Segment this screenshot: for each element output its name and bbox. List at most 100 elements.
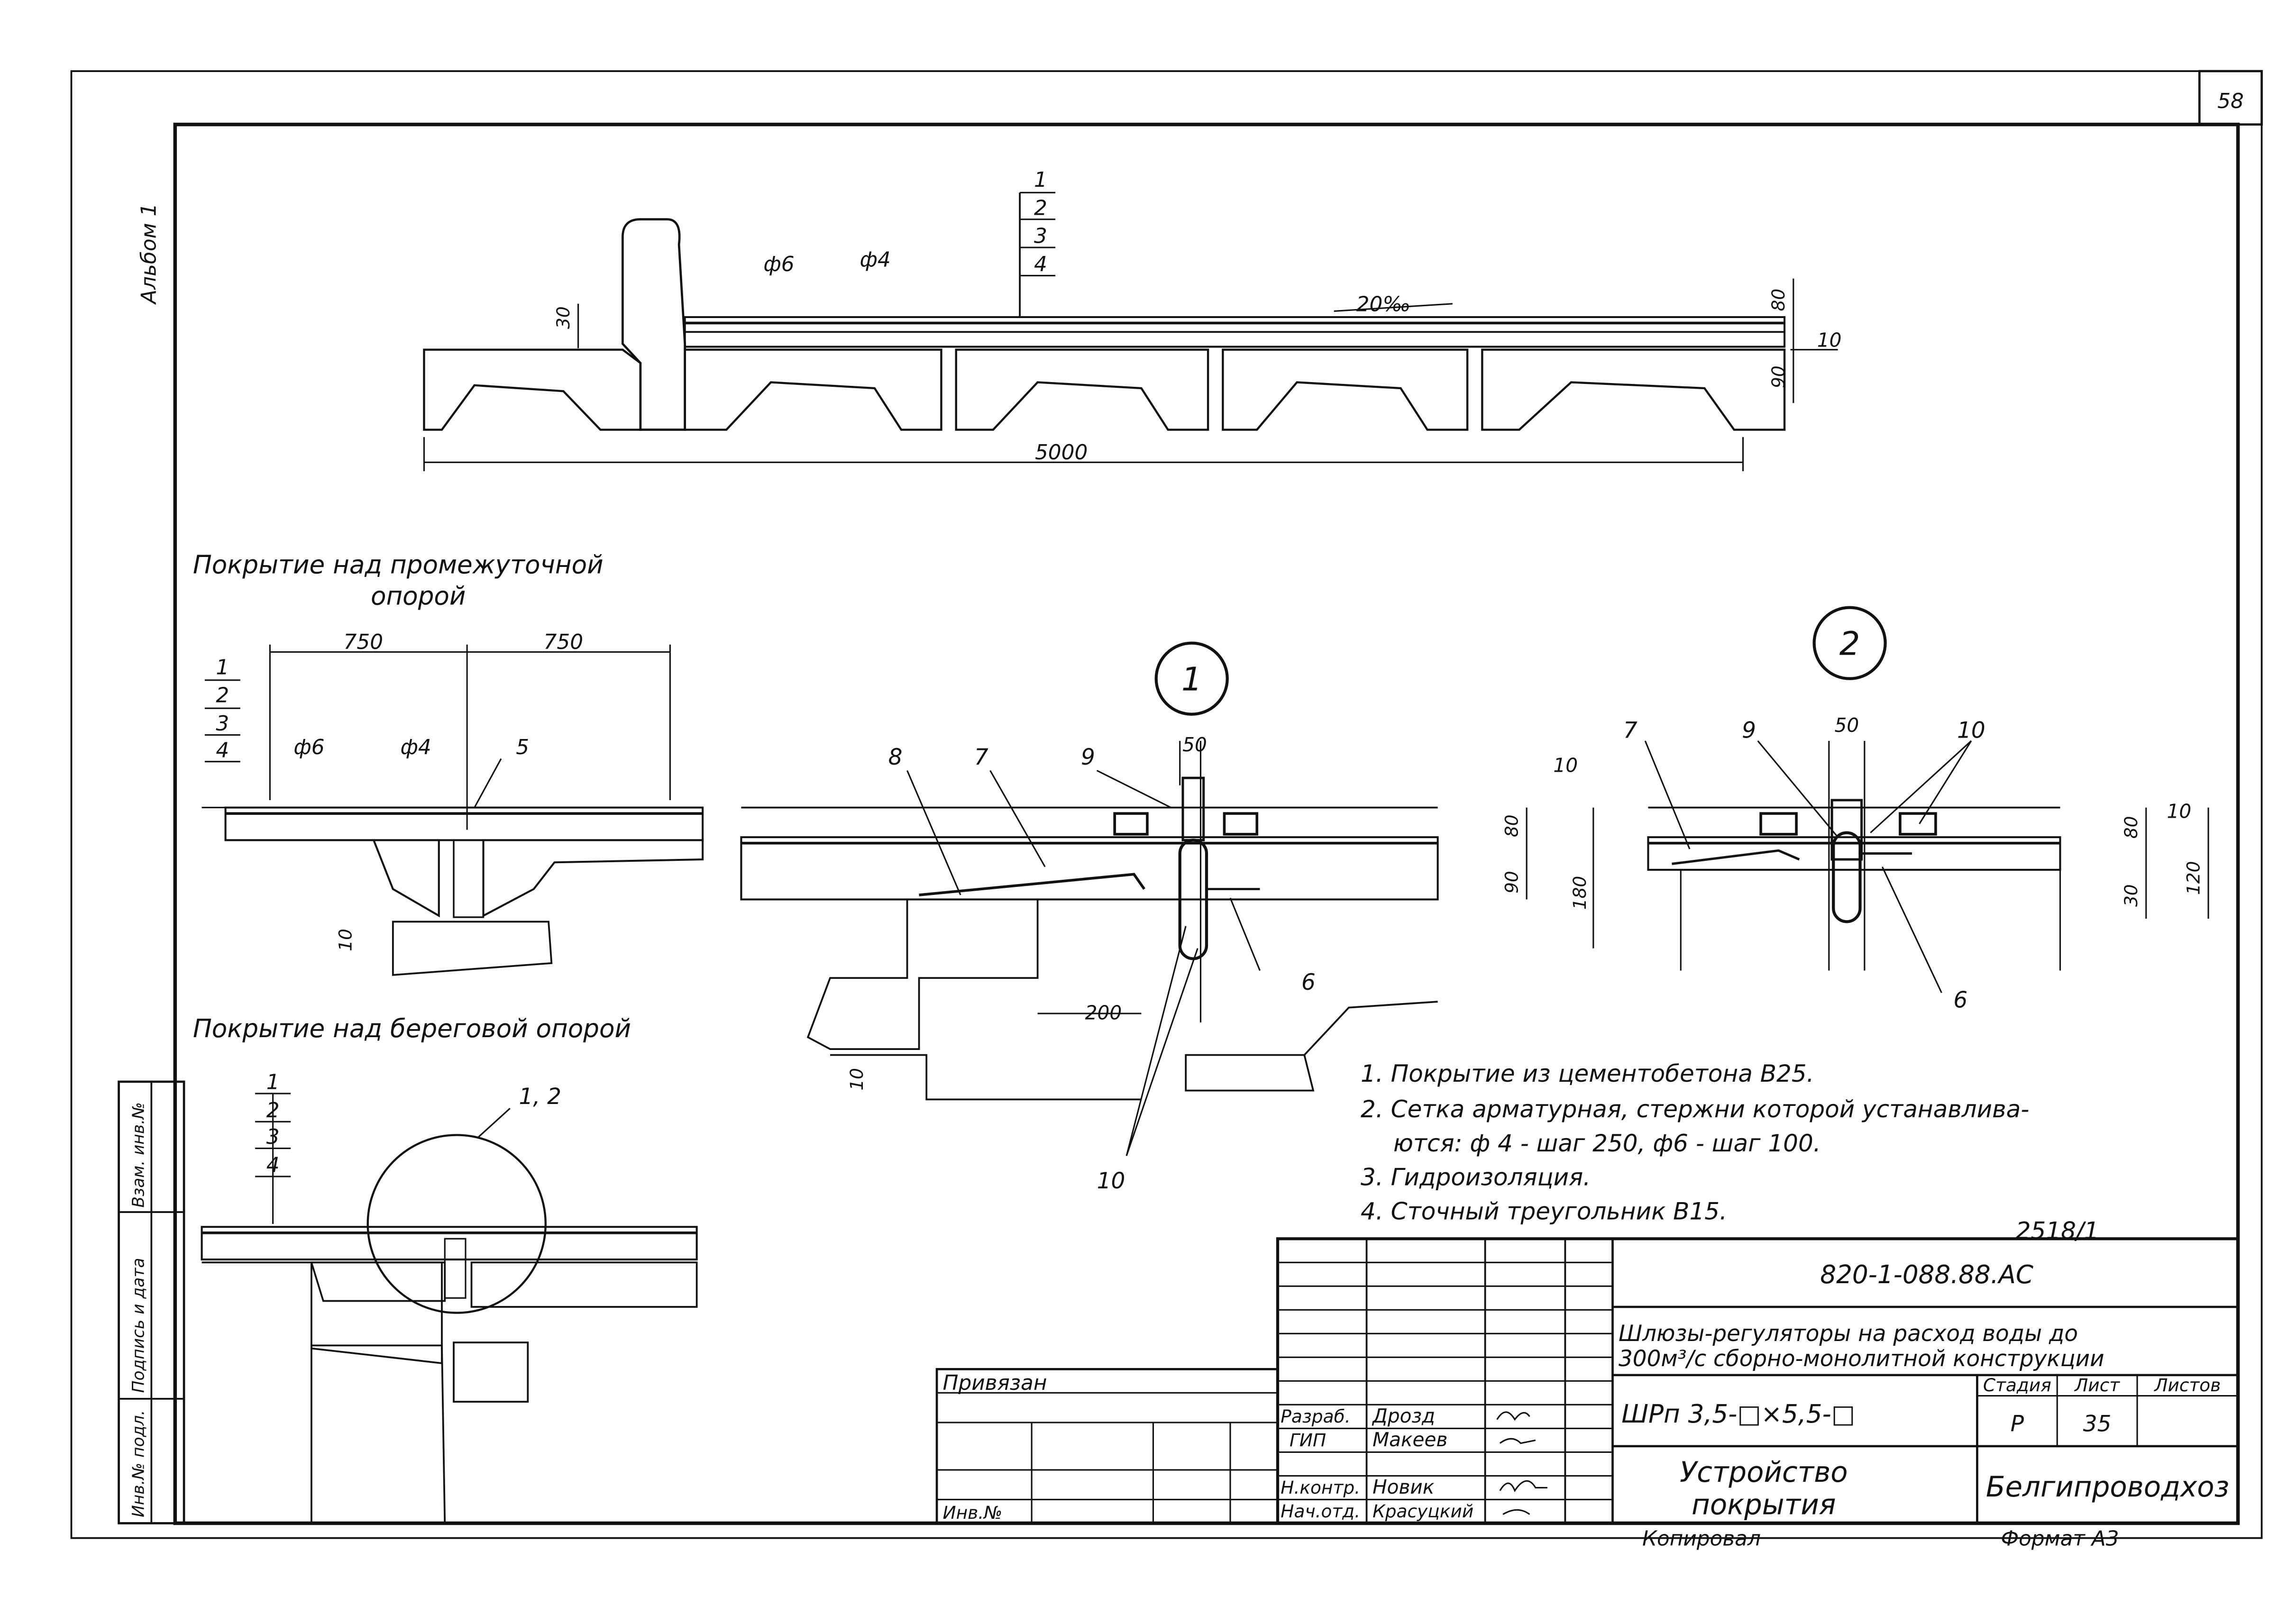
intermediate-dim-left: 750	[344, 630, 384, 654]
album-label: Альбом 1	[137, 203, 161, 305]
intermediate-section-drawing	[201, 644, 704, 976]
bank-title: Покрытие над береговой опорой	[193, 1014, 631, 1043]
main-dim-80: 80	[1768, 289, 1789, 311]
role-dept-head: Нач.отд.	[1281, 1501, 1360, 1522]
detail2-dim-80: 80	[2121, 816, 2141, 839]
intermediate-rebar-phi4: ф4	[400, 735, 431, 759]
name-dept-head: Красуцкий	[1372, 1501, 1473, 1522]
name-norm-control: Новик	[1372, 1476, 1435, 1498]
description-line-1: Шлюзы-регуляторы на расход воды до	[1619, 1321, 2078, 1347]
title-block	[935, 1237, 2240, 1525]
bank-callout: 1, 2	[519, 1084, 561, 1110]
detail2-callout-10: 10	[1957, 718, 1985, 744]
detail2-callout-9: 9	[1742, 718, 1756, 744]
description-line-2: 300м³/с сборно-монолитной конструкции	[1619, 1346, 2104, 1372]
main-dim-10: 10	[1817, 328, 1842, 351]
detail1-dim-50: 50	[1182, 733, 1207, 756]
main-section-drawing	[423, 192, 1838, 472]
detail2-dim-10: 10	[2167, 800, 2192, 823]
intermediate-layer-3: 3	[216, 712, 229, 736]
intermediate-layer-stack: 1 2 3 4	[204, 655, 240, 762]
detail1-callout-10: 10	[1097, 1168, 1125, 1194]
bank-layer-stack: 1 2 3 4	[255, 1070, 291, 1224]
intermediate-layer-4: 4	[216, 738, 229, 762]
detail1-marker: 1	[1181, 661, 1202, 699]
inv-no-label: Инв.№	[943, 1502, 1003, 1523]
detail2-marker-circle	[1812, 606, 1887, 680]
main-dim-30: 30	[553, 306, 574, 329]
main-rebar-phi4: ф4	[860, 248, 891, 272]
detail1-callout-8: 8	[888, 744, 903, 770]
margin-label-replace: Взам. инв.№	[129, 1102, 148, 1207]
detail1-dim-10b: 10	[846, 1068, 867, 1091]
bank-layer-3: 3	[266, 1125, 280, 1149]
detail1-callout-7: 7	[974, 744, 988, 770]
signatures	[1496, 1411, 1547, 1515]
detail2-dim-30: 30	[2121, 884, 2141, 907]
main-layer-3: 3	[1034, 224, 1047, 248]
bank-layer-2: 2	[266, 1098, 280, 1122]
stamp-number: 2518/1	[2016, 1217, 2099, 1244]
name-chief-engineer: Макеев	[1372, 1428, 1447, 1451]
name-developer: Дрозд	[1372, 1405, 1435, 1427]
main-rebar-phi6: ф6	[763, 252, 794, 276]
detail1-dim-180: 180	[1569, 876, 1590, 910]
sheet-value: 35	[2083, 1411, 2112, 1437]
page-number: 58	[2217, 89, 2244, 113]
sheet-header: Лист	[2074, 1375, 2120, 1396]
detail2-dim-120: 120	[2183, 861, 2204, 895]
sheets-header: Листов	[2153, 1375, 2221, 1396]
role-chief-engineer: ГИП	[1290, 1430, 1326, 1451]
intermediate-callout-5: 5	[516, 735, 529, 759]
intermediate-title-1: Покрытие над промежуточной	[193, 550, 604, 580]
role-developer: Разраб.	[1281, 1406, 1350, 1427]
format-label: Формат А3	[2001, 1526, 2119, 1551]
role-norm-control: Н.контр.	[1281, 1477, 1360, 1498]
note-4: 4. Сточный треугольник В15.	[1361, 1198, 1727, 1225]
bank-section-drawing	[201, 1108, 698, 1524]
bank-layer-4: 4	[266, 1153, 280, 1177]
privyazan-label: Привязан	[943, 1371, 1047, 1395]
intermediate-dim-10: 10	[335, 929, 356, 951]
intermediate-dim-right: 750	[544, 630, 584, 654]
bank-detail-circle	[366, 1134, 547, 1314]
organization: Белгипроводхоз	[1986, 1471, 2229, 1504]
intermediate-rebar-phi6: ф6	[293, 735, 324, 759]
note-3: 3. Гидроизоляция.	[1361, 1164, 1591, 1191]
note-2-cont: ются: ф 4 - шаг 250, ф6 - шаг 100.	[1393, 1130, 1821, 1157]
intermediate-layer-1: 1	[216, 655, 229, 679]
main-slope-label: 20‰	[1356, 292, 1411, 316]
stage-header: Стадия	[1983, 1375, 2051, 1396]
detail2-callout-7: 7	[1623, 718, 1637, 744]
detail2-drawing	[1644, 740, 2209, 994]
main-layer-4: 4	[1034, 252, 1047, 276]
bank-layer-1: 1	[266, 1070, 280, 1095]
main-dim-length: 5000	[1035, 440, 1088, 465]
margin-label-sign: Подпись и дата	[129, 1258, 148, 1393]
detail1-dim-200: 200	[1085, 1002, 1122, 1024]
doc-code: 820-1-088.88.АС	[1820, 1260, 2033, 1289]
stage-value: Р	[2011, 1411, 2024, 1437]
mark: ШРп 3,5-□×5,5-□	[1621, 1399, 1855, 1429]
main-layer-stack: 1 2 3 4	[1020, 168, 1056, 276]
sheet-title-1: Устройство	[1680, 1456, 1848, 1489]
intermediate-title-2: опорой	[371, 581, 466, 611]
detail2-callout-6: 6	[1953, 987, 1967, 1013]
detail1-dim-80: 80	[1501, 814, 1522, 837]
margin-label-inv: Инв.№ подл.	[129, 1410, 148, 1517]
detail1-dim-90: 90	[1501, 871, 1522, 894]
main-layer-2: 2	[1034, 196, 1047, 220]
sheet-title-2: покрытия	[1692, 1489, 1836, 1522]
detail1-callout-6: 6	[1301, 969, 1316, 995]
main-layer-1: 1	[1034, 168, 1047, 192]
detail1-marker-circle	[1154, 641, 1229, 716]
note-2: 2. Сетка арматурная, стержни которой уст…	[1361, 1095, 2029, 1123]
detail2-dim-50: 50	[1835, 714, 1859, 737]
detail1-dim-10: 10	[1553, 754, 1578, 777]
detail2-marker: 2	[1839, 625, 1860, 663]
copied-label: Копировал	[1642, 1526, 1761, 1551]
detail1-drawing	[740, 740, 1594, 1156]
notes-block: 1. Покрытие из цементобетона В25. 2. Сет…	[1361, 1060, 2029, 1225]
intermediate-layer-2: 2	[216, 684, 229, 708]
